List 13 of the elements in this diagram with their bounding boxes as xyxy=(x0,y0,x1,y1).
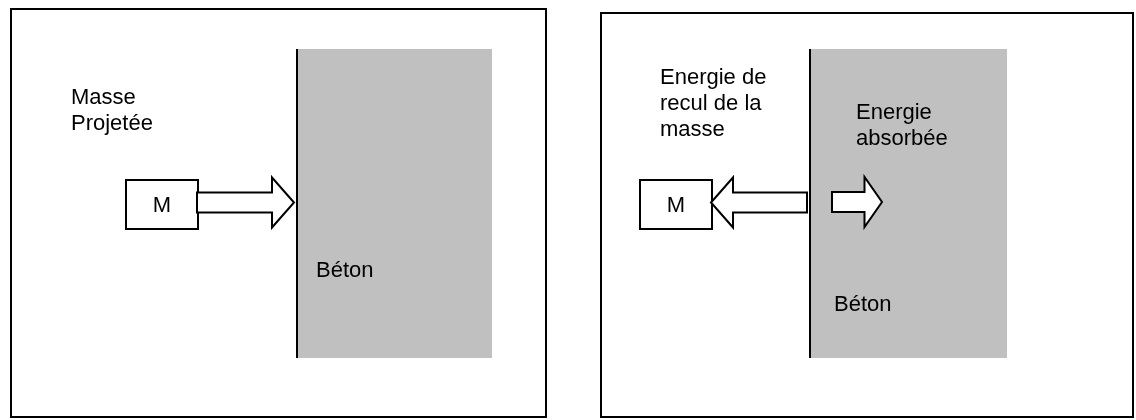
panel-frame xyxy=(10,8,547,418)
material-label: Béton xyxy=(316,257,375,283)
block-arrow xyxy=(709,174,808,231)
caption-text: Masse Projetée xyxy=(71,84,154,136)
energy-label: Energie absorbée xyxy=(856,99,949,151)
panel-frame xyxy=(600,12,1134,418)
caption-text: Energie de recul de la masse xyxy=(660,64,768,142)
concrete-block xyxy=(809,49,1007,358)
mass-box: M xyxy=(639,179,713,230)
mass-box: M xyxy=(125,179,199,230)
block-arrow xyxy=(196,174,296,231)
concrete-block xyxy=(296,49,492,358)
material-label: Béton xyxy=(834,291,893,317)
